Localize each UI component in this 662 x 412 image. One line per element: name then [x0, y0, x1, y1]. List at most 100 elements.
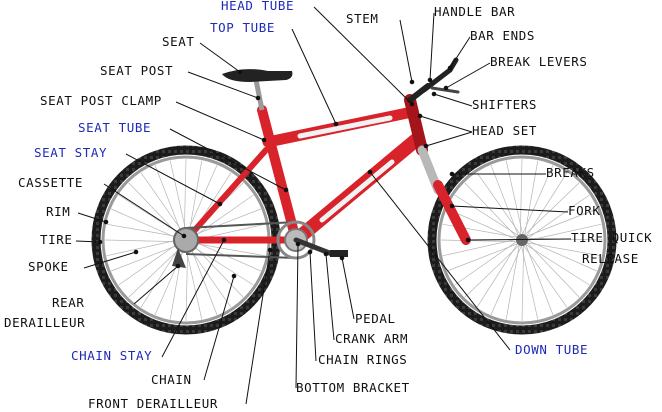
- front-spoke: [521, 244, 525, 322]
- label-shifters: SHIFTERS: [472, 97, 538, 112]
- leader-line-break-levers: [445, 62, 491, 89]
- leader-dot-break-levers: [443, 85, 449, 91]
- front-spoke: [526, 239, 597, 272]
- front-spoke: [476, 172, 522, 236]
- saddle: [222, 69, 293, 82]
- rear-spoke: [184, 244, 203, 320]
- front-spoke: [454, 240, 518, 286]
- rear-spoke: [106, 238, 182, 257]
- leader-dot-chain: [231, 273, 237, 279]
- fork: [417, 145, 471, 245]
- leader-dot-pedal: [339, 255, 345, 261]
- label-crank-arm: CRANK ARM: [335, 331, 409, 346]
- front-spoke: [447, 208, 518, 241]
- rear-spoke: [169, 160, 188, 236]
- leader-dot-spoke: [133, 249, 139, 255]
- leader-line-handle-bar: [429, 12, 435, 81]
- leader-line-chain-stay: [161, 239, 225, 358]
- rear-spoke: [111, 243, 183, 272]
- seat-post-shaft: [253, 79, 265, 111]
- leader-dot-seat: [237, 69, 243, 75]
- rear-spoke: [188, 160, 203, 236]
- front-hub: [516, 234, 528, 246]
- leader-line-head-tube: [313, 6, 413, 105]
- drivetrain: [172, 220, 348, 268]
- rear-spoke: [140, 242, 183, 308]
- leader-dot-head-set-b: [423, 143, 429, 149]
- label-rim: RIM: [46, 204, 71, 219]
- leader-dot-handle-bar: [427, 77, 433, 83]
- leader-line-tire: [75, 240, 101, 243]
- label-break-levers: BREAK LEVERS: [490, 54, 588, 69]
- label-bar-ends: BAR ENDS: [470, 28, 536, 43]
- leader-dot-cassette: [181, 233, 187, 239]
- rear-spoke: [190, 194, 254, 240]
- label-fork: FORK: [568, 203, 601, 218]
- leader-dot-chain-rings: [307, 249, 313, 255]
- leader-line-chain-rings: [309, 251, 317, 362]
- front-spoke: [464, 182, 518, 239]
- front-spoke: [526, 242, 602, 257]
- bike-frame: [182, 94, 428, 247]
- leader-dot-rim: [103, 219, 109, 225]
- leader-line-head-set-a: [419, 115, 473, 133]
- leader-line-stem: [399, 19, 413, 83]
- label-seat-post: SEAT POST: [100, 63, 174, 78]
- leader-dot-seat-tube: [283, 187, 289, 193]
- leader-dot-crank-arm: [323, 251, 329, 257]
- label-head-set: HEAD SET: [472, 123, 538, 138]
- rear-spoke: [118, 240, 182, 286]
- label-rear-derailleur-2: DERAILLEUR: [4, 315, 86, 330]
- label-chain-rings: CHAIN RINGS: [318, 352, 408, 367]
- leader-line-seat-stay: [125, 153, 221, 205]
- leader-dot-stem: [409, 79, 415, 85]
- leader-dot-breaks: [449, 171, 455, 177]
- head-tube-tube: [404, 94, 428, 156]
- front-spoke: [440, 239, 518, 243]
- chain-upper: [185, 221, 297, 229]
- front-spoke: [490, 165, 519, 237]
- front-spoke: [521, 165, 554, 236]
- front-wheel: [427, 145, 617, 335]
- leader-line-shifters: [433, 93, 473, 107]
- front-spoke: [454, 194, 520, 237]
- label-seat-tube: SEAT TUBE: [78, 120, 152, 135]
- label-seat: SEAT: [162, 34, 195, 49]
- leader-line-top-tube: [291, 28, 337, 125]
- leader-dot-bottom-bracket: [295, 241, 301, 247]
- label-tire-quick-release-2: RELEASE: [582, 251, 639, 266]
- leader-line-down-tube: [369, 171, 511, 351]
- label-spoke: SPOKE: [28, 259, 69, 274]
- rear-spoke: [154, 165, 183, 237]
- rear-spoke: [189, 208, 261, 237]
- front-spoke: [526, 223, 602, 242]
- label-seat-stay: SEAT STAY: [34, 145, 108, 160]
- leader-dot-front-derailleur: [267, 247, 273, 253]
- front-rim: [437, 155, 607, 325]
- leader-dot-tire-quick-release: [465, 237, 471, 243]
- rear-spoke: [188, 243, 254, 286]
- label-pedal: PEDAL: [355, 311, 396, 326]
- leader-lines: [75, 6, 572, 405]
- leader-dot-down-tube: [367, 169, 373, 175]
- chainring-outer: [276, 220, 316, 260]
- front-spoke: [442, 238, 518, 257]
- leader-dot-bar-ends: [447, 65, 453, 71]
- rear-spoke: [111, 208, 182, 241]
- label-bottom-bracket: BOTTOM BRACKET: [296, 380, 410, 395]
- leader-dot-seat-stay: [217, 201, 223, 207]
- leader-line-seat-tube: [169, 128, 287, 191]
- front-spoke: [526, 194, 590, 240]
- label-stem: STEM: [346, 11, 379, 26]
- front-spoke: [522, 244, 568, 308]
- front-spokes: [440, 158, 604, 322]
- front-spoke: [520, 244, 539, 320]
- seat-tube-tube: [257, 105, 301, 245]
- label-chain: CHAIN: [151, 372, 192, 387]
- front-spoke: [526, 241, 580, 298]
- leader-line-chain: [203, 275, 235, 381]
- front-spoke: [505, 244, 520, 320]
- leader-dot-seat-post: [255, 95, 261, 101]
